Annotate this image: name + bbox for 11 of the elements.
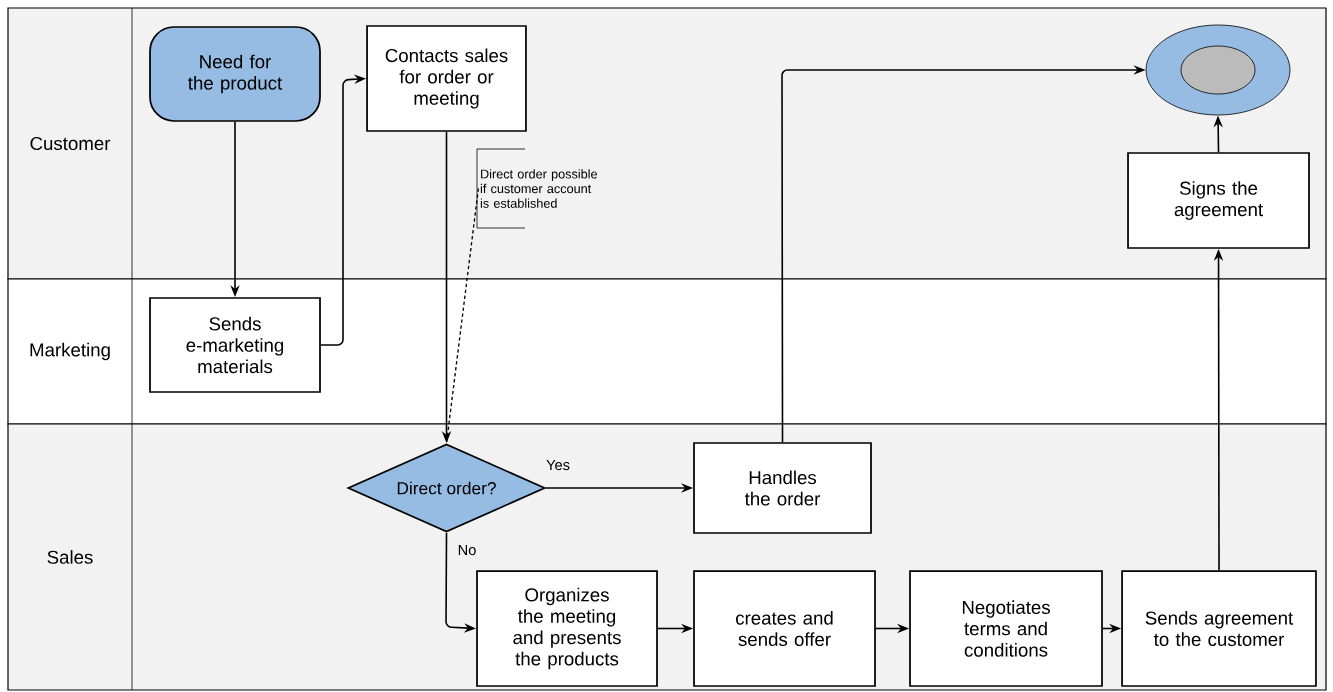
process-box: Signs the agreement [1127, 152, 1310, 249]
end-event [1145, 24, 1291, 116]
process-box: Negotiates terms and conditions [909, 570, 1103, 687]
process-box: creates and sends offer [693, 570, 876, 687]
start-terminal: Need for the product [149, 26, 321, 122]
process-box: Sends e-marketing materials [149, 297, 321, 393]
process-box: Organizes the meeting and presents the products [476, 570, 658, 687]
process-box: Contacts sales for order or meeting [366, 25, 527, 132]
annotation-note: Direct order possible if customer account is established [476, 148, 597, 229]
process-box: Handles the order [693, 442, 872, 534]
process-box: Sends agreement to the customer [1121, 570, 1317, 687]
